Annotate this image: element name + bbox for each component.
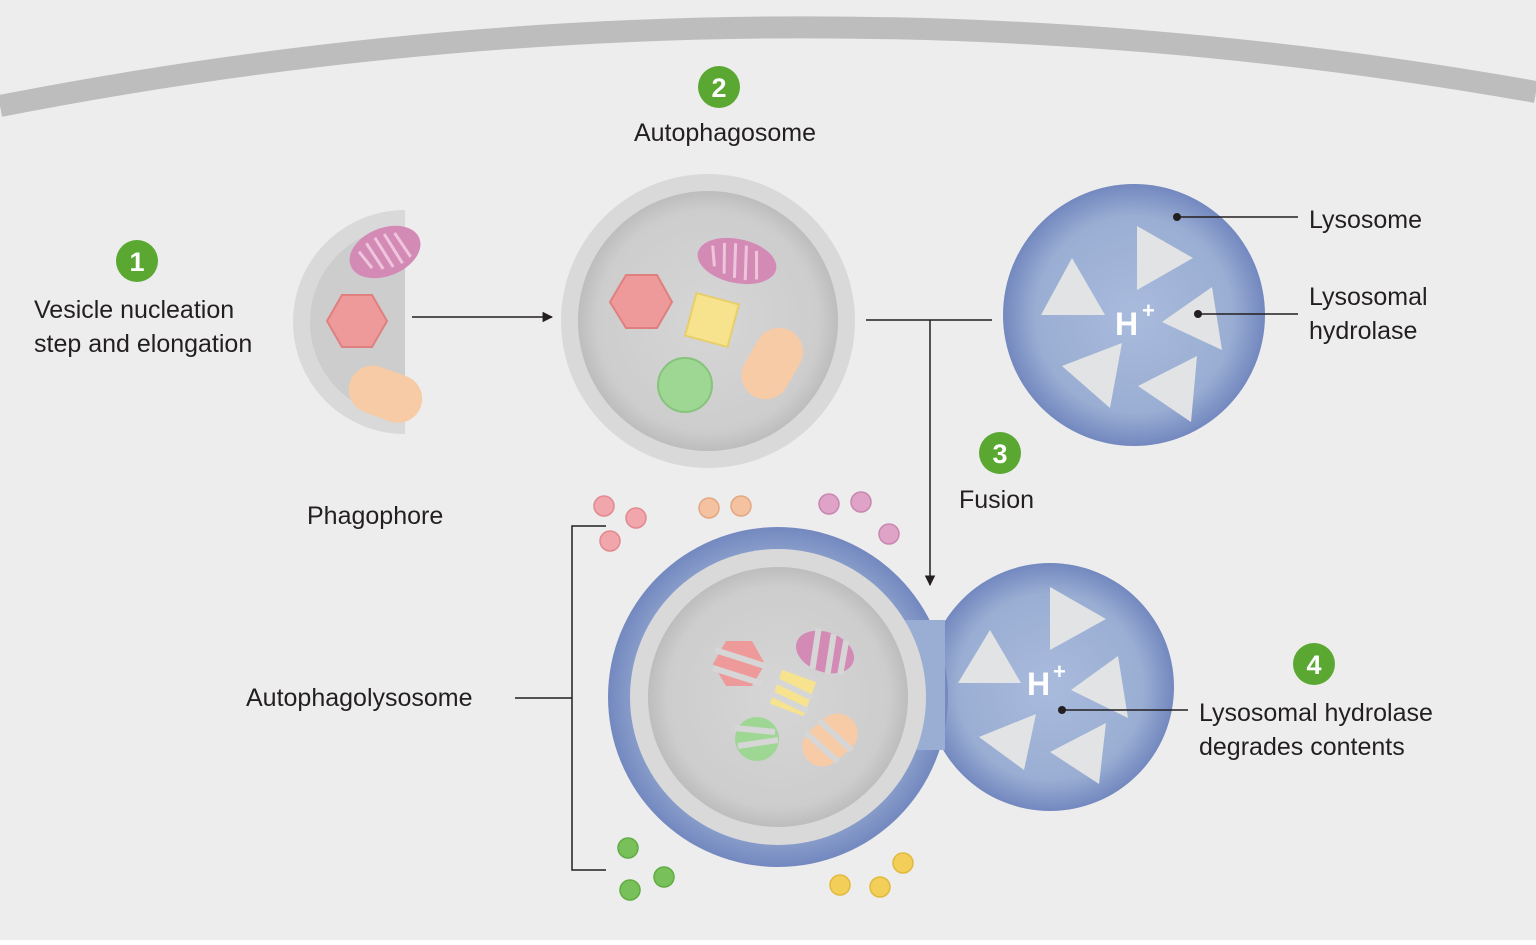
step-2-badge: 2 xyxy=(698,66,740,108)
degrading-hexagon xyxy=(712,641,766,687)
phagophore-label: Phagophore xyxy=(307,502,443,530)
hydrolase-label-line-2: hydrolase xyxy=(1309,317,1417,345)
hydrolase-triangle xyxy=(1062,343,1122,408)
step-4-badge: 4 xyxy=(1293,643,1335,685)
hydrolase-triangle xyxy=(1162,287,1222,350)
step-3-number: 3 xyxy=(992,439,1007,469)
step-3-badge: 3 xyxy=(979,432,1021,474)
autophagolysosome-hydrolases: H + xyxy=(958,587,1128,784)
lysosome-h-symbol: H xyxy=(1115,306,1138,342)
step-1-number: 1 xyxy=(129,247,144,277)
degrading-mitochondrion xyxy=(795,627,855,676)
hydrolase-label-line-1: Lysosomal xyxy=(1309,283,1428,311)
phagophore-hexagon xyxy=(325,294,389,348)
degrading-square xyxy=(769,669,817,717)
step-4-label-line-2: degrades contents xyxy=(1199,733,1405,761)
hydrolase-triangle xyxy=(1138,356,1197,422)
phagophore-capsule xyxy=(348,365,423,423)
cell-membrane-arc xyxy=(0,16,1536,117)
degrading-sphere xyxy=(734,717,779,761)
hydrolase-triangle xyxy=(1137,226,1193,290)
step-4-label-line-1: Lysosomal hydrolase xyxy=(1199,699,1433,727)
autophagosome-capsule xyxy=(741,327,803,400)
step-1-label-line-1: Vesicle nucleation xyxy=(34,296,234,324)
hydrolase-triangle xyxy=(979,714,1036,770)
degrading-capsule xyxy=(802,713,858,767)
autophagolysosome-h-symbol: H xyxy=(1027,666,1050,702)
step-1-badge: 1 xyxy=(116,240,158,282)
hydrolase-triangle xyxy=(1050,723,1106,784)
hydrolase-triangle xyxy=(958,630,1021,683)
autophagolysosome-h-superscript: + xyxy=(1053,659,1066,684)
phagophore-mitochondrion xyxy=(349,225,421,279)
lysosome-h-superscript: + xyxy=(1142,298,1155,323)
step-1-label-line-2: step and elongation xyxy=(34,330,252,358)
step-2-number: 2 xyxy=(711,73,726,103)
step-3-label: Fusion xyxy=(959,486,1034,514)
autophagosome-hexagon xyxy=(608,274,674,329)
lysosome-label: Lysosome xyxy=(1309,206,1422,234)
autophagolysosome-label: Autophagolysosome xyxy=(246,684,473,712)
hydrolase-triangle xyxy=(1050,587,1106,650)
hydrolase-triangle xyxy=(1041,258,1105,315)
step-4-number: 4 xyxy=(1306,650,1321,680)
step-2-label: Autophagosome xyxy=(634,119,816,147)
autophagosome-square xyxy=(683,291,741,349)
lysosome: H + xyxy=(1003,184,1265,446)
hydrolase-triangle xyxy=(1071,656,1128,718)
autophagosome-mitochondrion xyxy=(697,237,777,285)
autophagosome-sphere xyxy=(657,357,713,413)
released-particles xyxy=(593,491,914,901)
autophagolysosome-bracket xyxy=(515,525,606,871)
